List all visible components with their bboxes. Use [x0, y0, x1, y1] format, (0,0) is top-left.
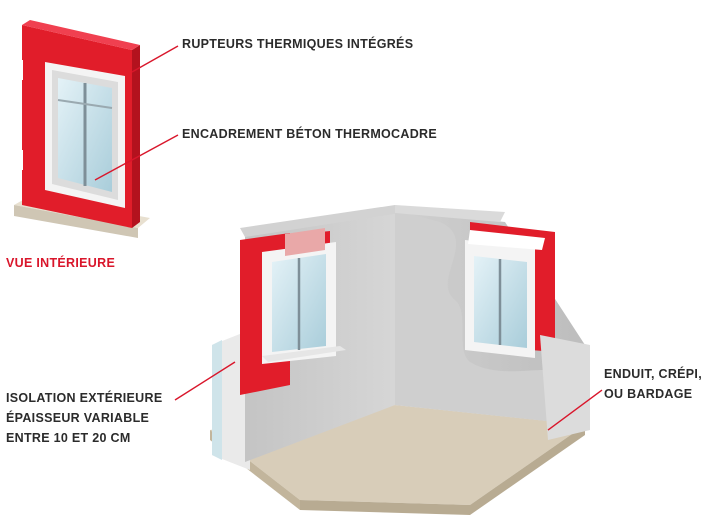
label-enduit: ENDUIT, CRÉPI, OU BARDAGE [604, 364, 702, 404]
plaster-cut [395, 210, 585, 425]
interior-view-frame [14, 20, 150, 238]
room-cutaway [210, 205, 590, 515]
label-isolation: ISOLATION EXTÉRIEURE ÉPAISSEUR VARIABLE … [6, 388, 162, 448]
label-vue-interieure: VUE INTÉRIEURE [6, 256, 116, 270]
label-enduit-line-1: ENDUIT, CRÉPI, [604, 367, 702, 381]
label-isolation-line-3: ENTRE 10 ET 20 CM [6, 431, 131, 445]
label-rupteurs: RUPTEURS THERMIQUES INTÉGRÉS [182, 37, 414, 51]
label-isolation-line-2: ÉPAISSEUR VARIABLE [6, 411, 150, 425]
label-encadrement: ENCADREMENT BÉTON THERMOCADRE [182, 127, 438, 141]
leader-lines [94, 45, 603, 431]
label-enduit-line-2: OU BARDAGE [604, 387, 693, 401]
label-isolation-line-1: ISOLATION EXTÉRIEURE [6, 391, 163, 405]
